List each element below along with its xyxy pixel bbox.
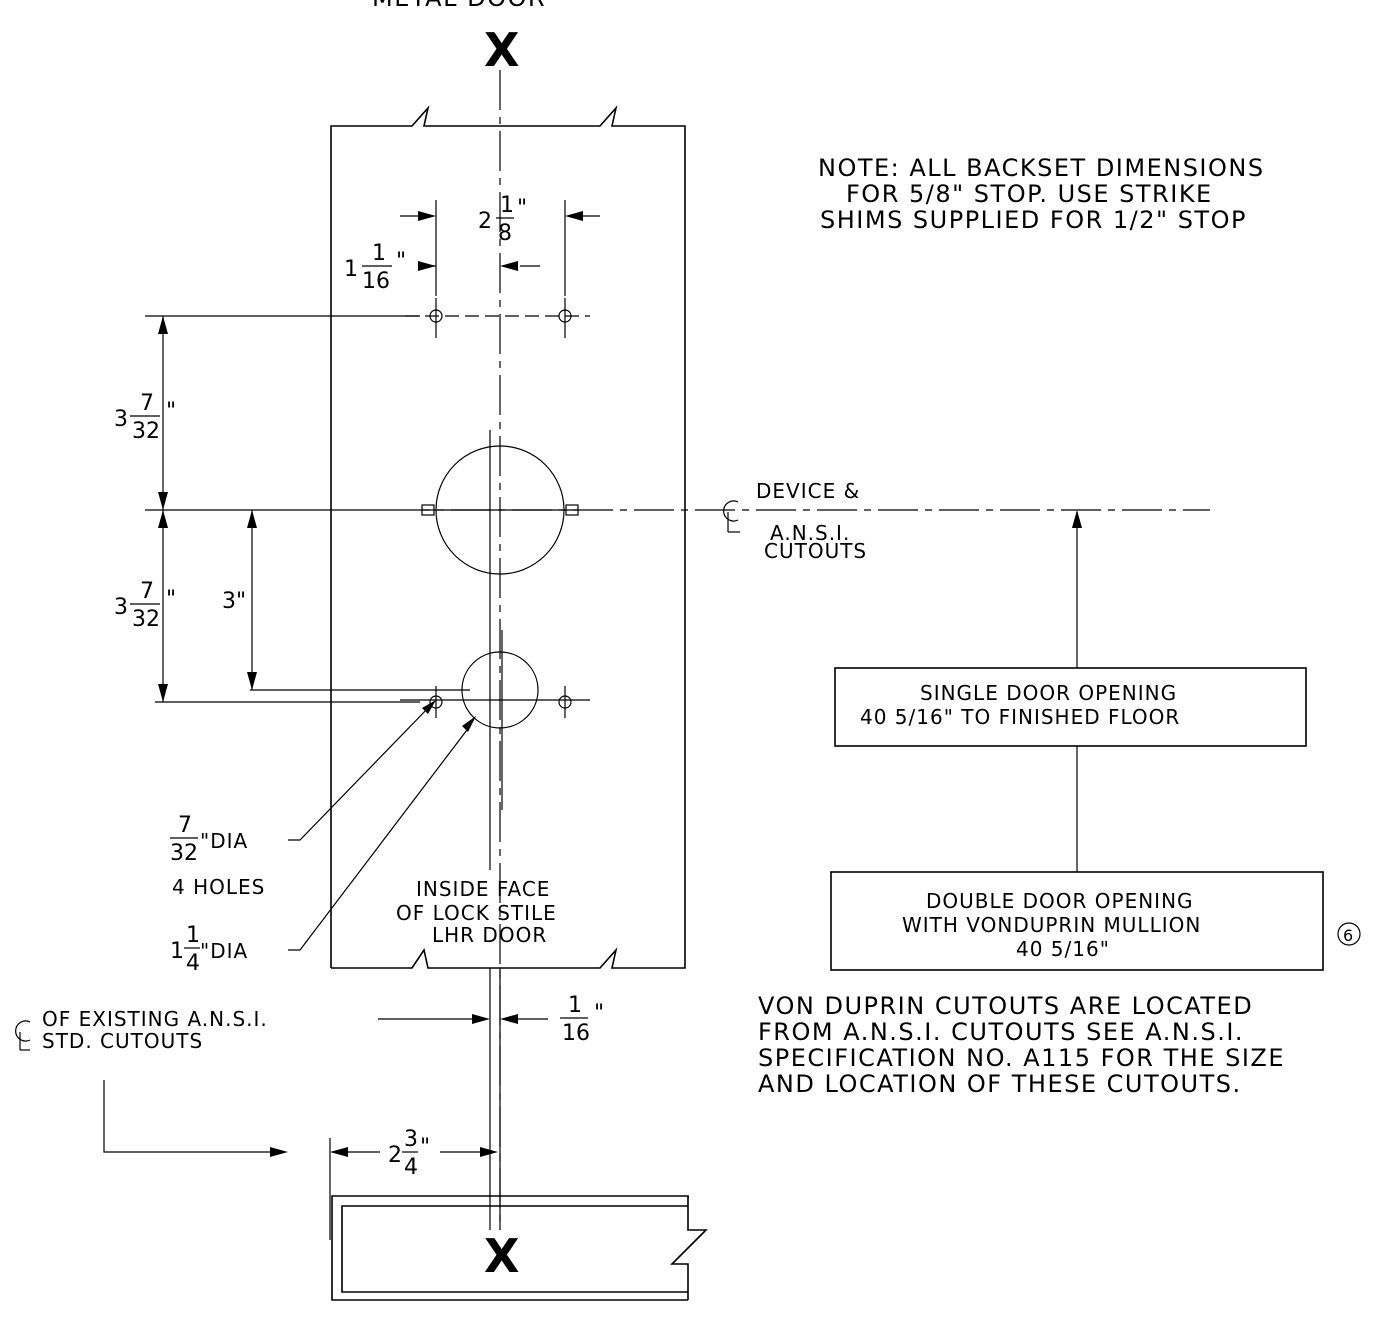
dim-three-inch-text: 3": [222, 589, 246, 614]
door-outline: [330, 105, 686, 969]
large-hole-whole: 1: [170, 939, 184, 964]
dim-upper-unit: ": [166, 399, 176, 424]
dim-upper-vertical: 3 7 32 ": [114, 316, 176, 510]
double-door-line3: 40 5/16": [1016, 937, 1110, 961]
dim-lower-vertical: 3 7 32 ": [114, 510, 176, 702]
dim-backset: 1 1 16 ": [344, 241, 540, 294]
offset-unit: ": [594, 1001, 604, 1026]
dim-backset-unit: ": [396, 249, 406, 274]
dim-lower-whole: 3: [114, 595, 128, 620]
dim-upper-whole: 3: [114, 407, 128, 432]
device-label-line2: A.N.S.I.: [770, 521, 850, 545]
inside-face-line3: LHR DOOR: [432, 923, 547, 947]
von-duprin-line3: SPECIFICATION NO. A115 FOR THE SIZE: [758, 1044, 1285, 1072]
dim-hole-spacing-unit: ": [517, 196, 527, 221]
stile-width-unit: ": [420, 1135, 430, 1160]
dim-hole-spacing-den: 8: [498, 221, 512, 246]
callout-badge: 6: [1337, 922, 1361, 946]
leader-small-hole: 7 32 "DIA 4 HOLES: [170, 700, 436, 899]
dim-hole-spacing: 2 1 8 ": [400, 193, 600, 296]
device-centerline-label: DEVICE & A.N.S.I. CUTOUTS: [723, 479, 867, 563]
holes-count: 4 HOLES: [172, 875, 265, 899]
small-hole-den: 32: [170, 841, 198, 866]
existing-centerline-label: OF EXISTING A.N.S.I. STD. CUTOUTS: [15, 968, 501, 1230]
double-door-box: DOUBLE DOOR OPENING WITH VONDUPRIN MULLI…: [830, 871, 1324, 971]
dim-hole-spacing-whole: 2: [478, 209, 492, 234]
door-section: [331, 1195, 708, 1301]
single-door-box: SINGLE DOOR OPENING 40 5/16" TO FINISHED…: [834, 667, 1307, 747]
dim-hole-spacing-num: 1: [500, 193, 514, 218]
existing-line2: STD. CUTOUTS: [42, 1029, 203, 1053]
dim-lower-den: 32: [132, 607, 160, 632]
section-mark-top: X: [484, 23, 519, 77]
von-duprin-line1: VON DUPRIN CUTOUTS ARE LOCATED: [758, 992, 1253, 1020]
dim-backset-den: 16: [362, 269, 390, 294]
note-block: NOTE: ALL BACKSET DIMENSIONS FOR 5/8" ST…: [818, 154, 1265, 234]
von-duprin-line4: AND LOCATION OF THESE CUTOUTS.: [758, 1070, 1242, 1098]
callout-number: 6: [1343, 926, 1353, 945]
single-door-line1: SINGLE DOOR OPENING: [920, 681, 1177, 705]
large-hole-den: 4: [186, 951, 200, 976]
dim-backset-num: 1: [372, 241, 386, 266]
large-hole-suffix: "DIA: [200, 939, 248, 963]
device-label-line3: CUTOUTS: [764, 539, 867, 563]
dim-backset-whole: 1: [344, 257, 358, 282]
double-door-line2: WITH VONDUPRIN MULLION: [902, 913, 1201, 937]
large-hole-num: 1: [186, 923, 200, 948]
dim-upper-num: 7: [140, 391, 154, 416]
top-label: METAL DOOR: [372, 0, 546, 12]
existing-line1: OF EXISTING A.N.S.I.: [42, 1007, 268, 1031]
stile-width-num: 3: [404, 1127, 418, 1152]
stile-width-den: 4: [404, 1155, 418, 1180]
lower-holes: [155, 651, 590, 729]
dim-upper-den: 32: [132, 419, 160, 444]
stile-width-whole: 2: [388, 1143, 402, 1168]
note-line3: SHIMS SUPPLIED FOR 1/2" STOP: [820, 206, 1247, 234]
note-line2: FOR 5/8" STOP. USE STRIKE: [846, 180, 1213, 208]
small-hole-suffix: "DIA: [200, 829, 248, 853]
offset-den: 16: [562, 1021, 590, 1046]
leader-large-hole: 1 1 4 "DIA: [170, 716, 476, 976]
dim-stile-width: 2 3 4 ": [329, 1127, 498, 1240]
offset-num: 1: [568, 993, 582, 1018]
device-label-line1: DEVICE &: [756, 479, 860, 503]
inside-face-line1: INSIDE FACE: [416, 877, 550, 901]
single-door-line2: 40 5/16" TO FINISHED FLOOR: [860, 705, 1180, 729]
top-holes: [145, 298, 590, 338]
dim-lower-num: 7: [140, 579, 154, 604]
von-duprin-note: VON DUPRIN CUTOUTS ARE LOCATED FROM A.N.…: [758, 992, 1285, 1098]
section-mark-bottom: X: [484, 1229, 519, 1283]
dim-three-inch: 3": [222, 510, 257, 690]
note-line1: NOTE: ALL BACKSET DIMENSIONS: [818, 154, 1265, 182]
dim-offset: 1 16 ": [500, 993, 604, 1046]
inside-face-line2: OF LOCK STILE: [396, 901, 557, 925]
small-hole-num: 7: [178, 813, 192, 838]
dim-lower-unit: ": [166, 587, 176, 612]
von-duprin-line2: FROM A.N.S.I. CUTOUTS SEE A.N.S.I.: [758, 1018, 1244, 1046]
double-door-line1: DOUBLE DOOR OPENING: [926, 889, 1194, 913]
inside-face-label: INSIDE FACE OF LOCK STILE LHR DOOR: [396, 877, 557, 947]
cylinder-hole: [421, 445, 579, 575]
